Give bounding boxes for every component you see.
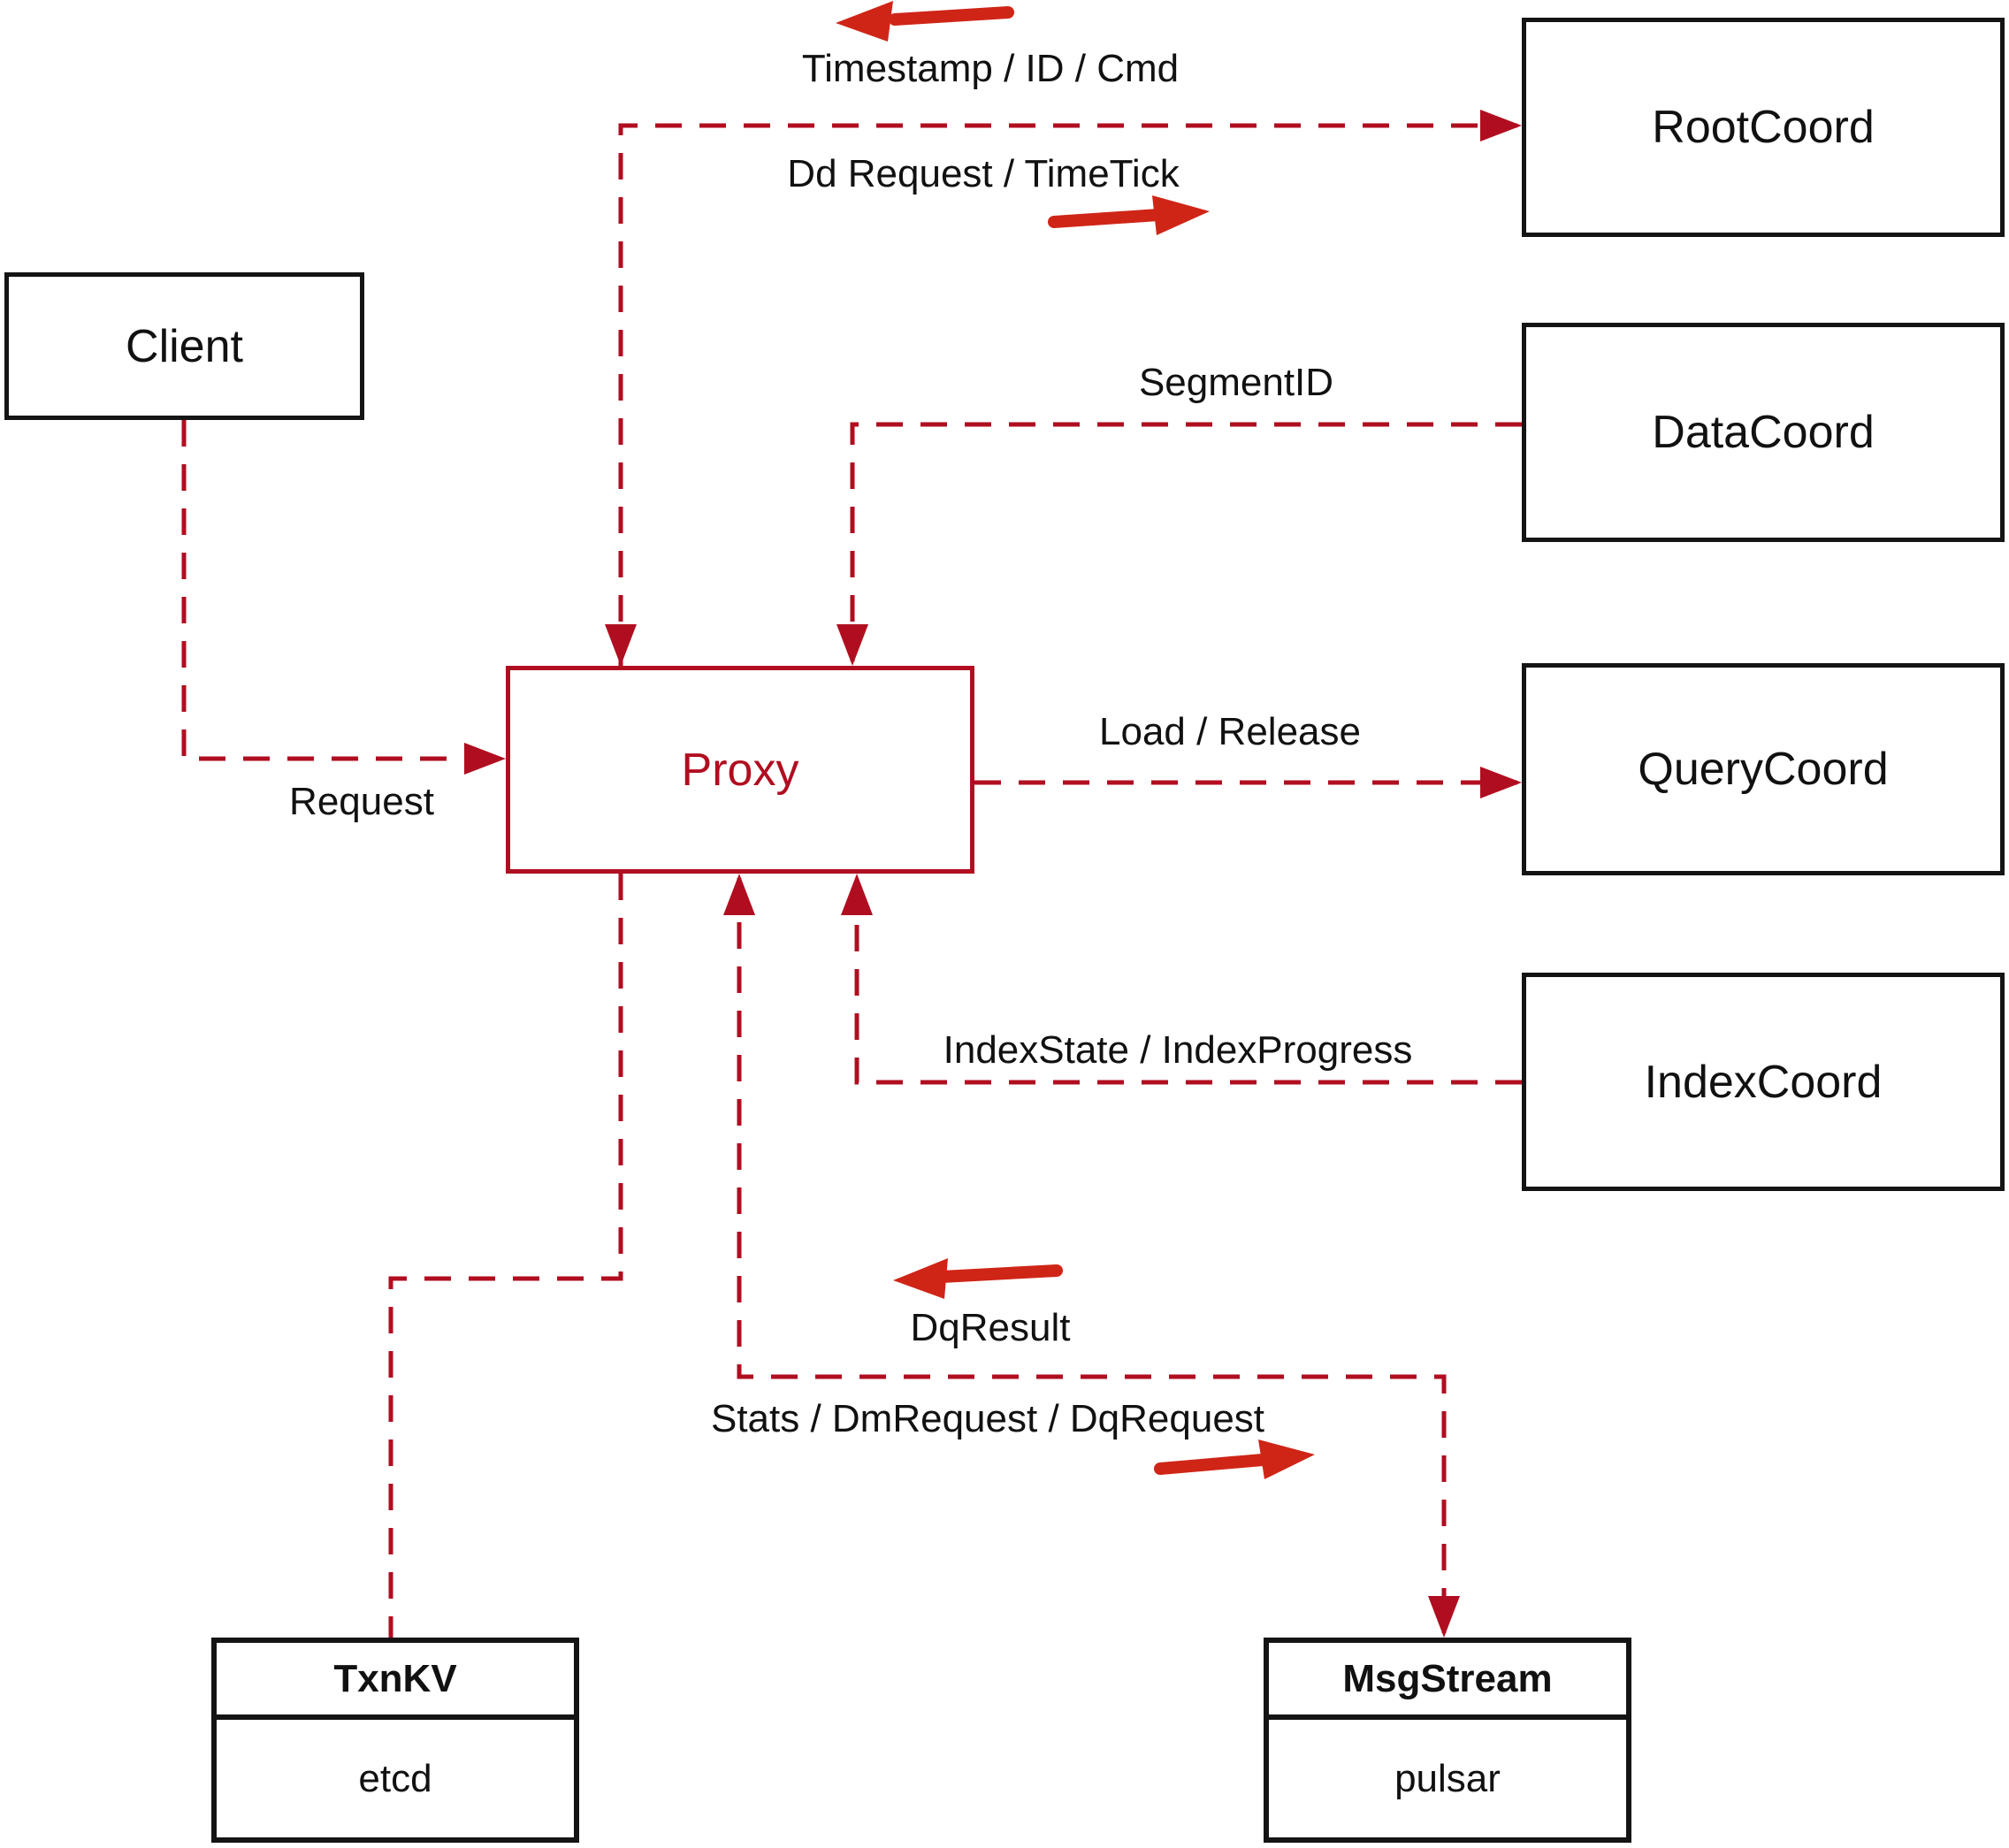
- proxy-label: Proxy: [681, 744, 799, 796]
- rootcoord-label: RootCoord: [1652, 102, 1875, 153]
- datacoord-label: DataCoord: [1652, 407, 1875, 458]
- label-indexstate-indexprogress: IndexState / IndexProgress: [943, 1028, 1413, 1072]
- edge-datacoord-proxy: [850, 422, 1522, 661]
- node-indexcoord: IndexCoord: [1522, 973, 2005, 1191]
- edge-proxy-msgstream: [737, 878, 1447, 1633]
- response-arrowhead-rootcoord-icon: [836, 1, 893, 42]
- edge-proxy-rootcoord: [618, 123, 1517, 666]
- indexcoord-label: IndexCoord: [1644, 1056, 1883, 1108]
- node-querycoord: QueryCoord: [1522, 663, 2005, 875]
- node-proxy: Proxy: [506, 666, 974, 874]
- arrowhead-into-rootcoord-icon: [1480, 110, 1522, 141]
- node-rootcoord: RootCoord: [1522, 18, 2005, 237]
- label-segmentid: SegmentID: [1138, 361, 1334, 404]
- arrowhead-into-proxy-top-left-icon: [605, 624, 637, 666]
- label-request: Request: [289, 780, 434, 823]
- arrowhead-into-proxy-bottom-right-icon: [841, 874, 873, 915]
- edge-indexcoord-proxy: [854, 878, 1522, 1085]
- arrowhead-into-querycoord-icon: [1480, 767, 1522, 798]
- label-stats-dmrequest-dqrequest: Stats / DmRequest / DqRequest: [710, 1397, 1265, 1440]
- querycoord-label: QueryCoord: [1638, 744, 1889, 795]
- arrowhead-into-proxy-top-right-icon: [836, 624, 868, 666]
- request-arrow-msgstream-icon: [1154, 1454, 1269, 1475]
- arrowhead-into-msgstream-icon: [1428, 1596, 1460, 1638]
- node-msgstream: MsgStream pulsar: [1264, 1638, 1631, 1843]
- node-txnkv: TxnKV etcd: [211, 1638, 579, 1843]
- arrowhead-into-proxy-left-icon: [464, 743, 506, 775]
- label-load-release: Load / Release: [1099, 710, 1361, 753]
- label-dqresult: DqResult: [910, 1306, 1071, 1349]
- request-arrow-rootcoord-icon: [1048, 209, 1165, 228]
- msgstream-implementation: pulsar: [1394, 1756, 1501, 1800]
- response-arrowhead-msgstream-icon: [893, 1258, 948, 1299]
- node-client: Client: [4, 272, 364, 420]
- txnkv-title: TxnKV: [217, 1643, 574, 1720]
- arrowhead-into-proxy-bottom-icon: [723, 874, 755, 915]
- node-datacoord: DataCoord: [1522, 323, 2005, 542]
- edge-proxy-txnkv: [388, 874, 623, 1638]
- label-timestamp-id-cmd: Timestamp / ID / Cmd: [801, 47, 1180, 90]
- edge-client-proxy: [181, 420, 501, 761]
- request-arrowhead-rootcoord-icon: [1152, 195, 1210, 235]
- label-dd-request-timetick: Dd Request / TimeTick: [787, 152, 1180, 195]
- response-arrow-rootcoord-icon: [889, 6, 1014, 26]
- request-arrowhead-msgstream-icon: [1258, 1439, 1315, 1479]
- response-arrow-msgstream-icon: [936, 1264, 1063, 1283]
- txnkv-implementation: etcd: [358, 1756, 432, 1800]
- client-label: Client: [126, 320, 243, 372]
- msgstream-title: MsgStream: [1269, 1643, 1626, 1720]
